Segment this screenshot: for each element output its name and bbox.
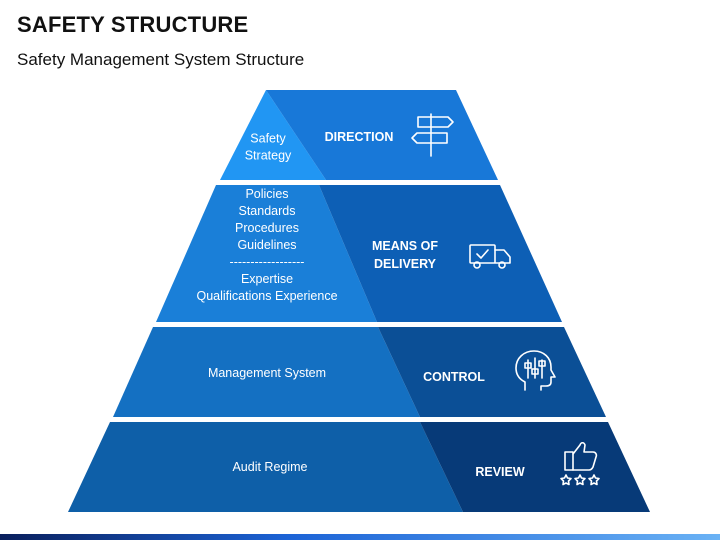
tier-1-right-panel bbox=[266, 90, 498, 180]
tier-control: Management System CONTROL bbox=[113, 327, 606, 417]
tier-text-line: REVIEW bbox=[475, 465, 525, 479]
tier-text-line: CONTROL bbox=[423, 370, 485, 384]
tier-review: Audit Regime REVIEW bbox=[68, 422, 650, 512]
tier-text-line: DELIVERY bbox=[374, 257, 437, 271]
tier-text-line: DIRECTION bbox=[325, 130, 394, 144]
slide-subtitle: Safety Management System Structure bbox=[17, 50, 305, 69]
tier-4-right-panel bbox=[420, 422, 650, 512]
tier-3-right-text: CONTROL bbox=[423, 370, 485, 384]
tier-2-left-panel bbox=[156, 185, 377, 322]
tier-4-left-panel bbox=[68, 422, 463, 512]
tier-text-line: Qualifications Experience bbox=[196, 289, 337, 303]
tier-text-line: Guidelines bbox=[237, 238, 296, 252]
tier-2-right-text: MEANS OF DELIVERY bbox=[372, 239, 438, 271]
tier-3-left-panel bbox=[113, 327, 420, 417]
tier-text-line: Expertise bbox=[241, 272, 293, 286]
tier-text-line: Strategy bbox=[245, 149, 292, 163]
tier-text-line: Safety bbox=[250, 132, 286, 146]
bottom-accent-bar bbox=[0, 534, 720, 540]
tier-4-right-text: REVIEW bbox=[475, 465, 525, 479]
tier-text-line: ------------------ bbox=[230, 255, 305, 269]
tier-text-line: Standards bbox=[239, 204, 296, 218]
tier-4-left-text: Audit Regime bbox=[232, 460, 307, 474]
signpost-icon bbox=[411, 113, 454, 157]
slide-title: SAFETY STRUCTURE bbox=[17, 12, 249, 37]
tier-text-line: Management System bbox=[208, 366, 326, 380]
thumbs-up-rating-icon bbox=[560, 441, 600, 486]
tier-1-right-text: DIRECTION bbox=[325, 130, 394, 144]
delivery-truck-icon bbox=[469, 244, 511, 269]
tier-text-line: Audit Regime bbox=[232, 460, 307, 474]
tier-3-left-text: Management System bbox=[208, 366, 326, 380]
tier-3-right-panel bbox=[378, 327, 606, 417]
tier-text-line: Procedures bbox=[235, 221, 299, 235]
tier-2-right-panel bbox=[319, 185, 562, 322]
brain-head-icon bbox=[515, 350, 556, 391]
tier-text-line: Policies bbox=[245, 187, 288, 201]
tier-text-line: MEANS OF bbox=[372, 239, 438, 253]
tier-1-left-panel bbox=[220, 90, 326, 180]
